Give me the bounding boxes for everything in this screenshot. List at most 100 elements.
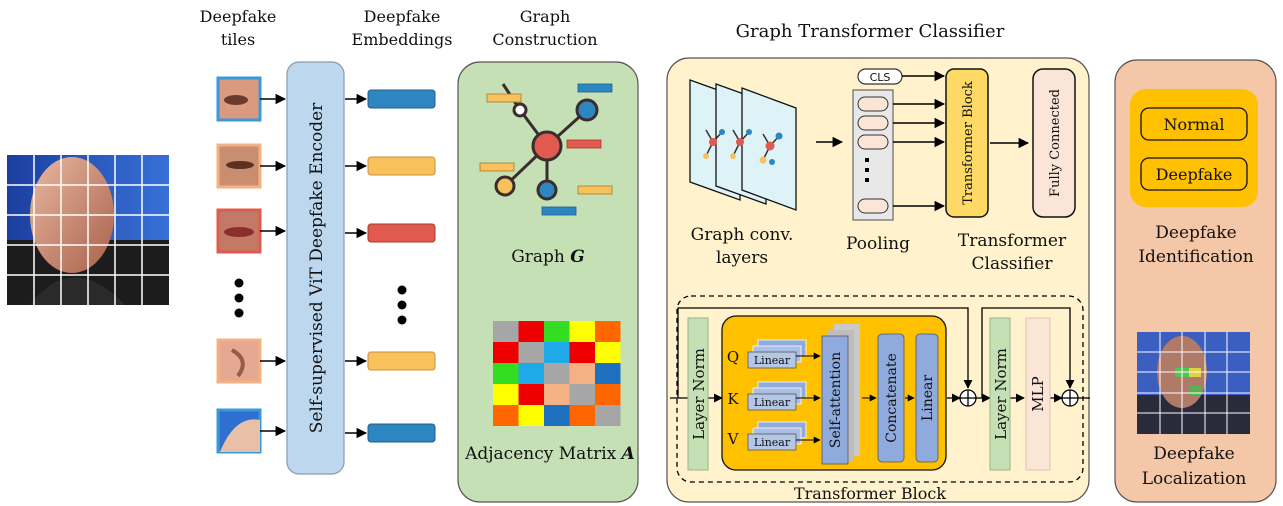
matrix-cell	[569, 363, 595, 384]
layer-norm-2	[989, 317, 1011, 471]
matrix-cell	[493, 384, 519, 405]
encoder-label: Self-supervised ViT Deepfake Encoder	[307, 102, 327, 433]
layer-norm-1	[687, 317, 709, 471]
add-node-2	[1061, 389, 1079, 407]
matrix-cell	[569, 321, 595, 342]
identification-label: Deepfake	[1155, 223, 1236, 243]
gconv-label: layers	[716, 248, 768, 268]
concatenate-label: Concatenate	[884, 353, 900, 443]
matrix-cell	[544, 342, 570, 363]
svg-text:Linear: Linear	[754, 436, 791, 449]
graph-g-label: Graph G	[511, 247, 585, 267]
embedding-orange	[367, 351, 436, 371]
matrix-cell	[569, 342, 595, 363]
vit-encoder	[286, 61, 345, 475]
input-face-image	[7, 155, 169, 305]
mlp-box	[1025, 317, 1051, 471]
adjacency-matrix	[493, 321, 621, 426]
linear-q: Linear	[747, 339, 807, 369]
pooling-arrows	[893, 70, 946, 212]
header-gtc: Graph Transformer Classifier	[736, 21, 1005, 42]
deepfake-class	[1140, 157, 1248, 191]
linear-v: Linear	[747, 421, 807, 451]
matrix-cell	[544, 321, 570, 342]
matrix-cell	[493, 321, 519, 342]
matrix-cell	[518, 363, 544, 384]
transformer-block-detail	[676, 295, 1084, 483]
svg-text:Graph: Graph	[520, 7, 571, 26]
svg-text:Embeddings: Embeddings	[352, 30, 453, 49]
concatenate-box	[877, 333, 905, 463]
matrix-cell	[595, 342, 621, 363]
svg-text:Deepfake: Deepfake	[1156, 165, 1233, 184]
mlp-label: MLP	[1029, 376, 1047, 411]
transformer-block-vertical-label: Transformer Block	[961, 81, 976, 205]
transformer-block-box	[945, 68, 989, 218]
k-label: K	[727, 390, 739, 408]
self-attention-box	[821, 335, 849, 465]
matrix-cell	[493, 363, 519, 384]
localization-label: Deepfake	[1153, 444, 1234, 464]
ellipsis-dot	[234, 308, 244, 318]
localization-label: Localization	[1142, 469, 1247, 489]
linear-k: Linear	[747, 381, 807, 411]
header-embeddings: Deepfake Embeddings	[352, 7, 453, 49]
layer-norm-label: Layer Norm	[690, 348, 708, 440]
embedding-red	[367, 223, 436, 243]
transformer-block-title: Transformer Block	[794, 484, 946, 503]
embedding-blue	[367, 89, 436, 109]
matrix-cell	[595, 321, 621, 342]
pooling-block	[852, 89, 894, 221]
identification-label: Identification	[1138, 247, 1253, 267]
graph-conv-layers	[689, 79, 844, 211]
svg-text:Deepfake: Deepfake	[200, 7, 277, 26]
linear-out-box	[915, 333, 939, 463]
svg-text:Linear: Linear	[754, 354, 791, 367]
matrix-cell	[518, 321, 544, 342]
header-graph-construction: Graph Construction	[492, 7, 597, 49]
qkv-arrows	[796, 352, 821, 444]
v-label: V	[727, 430, 740, 448]
layer-norm-label: Layer Norm	[992, 348, 1010, 440]
matrix-cell	[544, 384, 570, 405]
fully-connected-box	[1032, 68, 1076, 218]
tile-arrows	[260, 93, 287, 437]
adjacency-matrix-label: Adjacency Matrix A	[464, 444, 635, 464]
tile-grid	[7, 155, 169, 305]
linear-out-label: Linear	[920, 375, 936, 421]
matrix-cell	[569, 384, 595, 405]
matrix-cell	[518, 405, 544, 426]
ellipsis-dot	[234, 293, 244, 303]
embeddings	[345, 89, 436, 443]
svg-text:Normal: Normal	[1163, 115, 1224, 134]
tc-label: Classifier	[972, 254, 1054, 274]
pooling-label: Pooling	[846, 234, 910, 254]
matrix-cell	[544, 363, 570, 384]
normal-class	[1140, 107, 1248, 141]
graph-construction-panel	[457, 61, 639, 503]
matrix-cell	[493, 342, 519, 363]
header-tiles: Deepfake tiles	[200, 7, 277, 49]
embedding-orange	[367, 156, 436, 176]
ellipsis-dot	[234, 278, 244, 288]
gconv-label: Graph conv.	[691, 225, 794, 245]
add-node-1	[959, 389, 977, 407]
svg-text:tiles: tiles	[221, 30, 255, 49]
matrix-cell	[544, 405, 570, 426]
tc-label: Transformer	[958, 231, 1067, 251]
matrix-cell	[595, 384, 621, 405]
embedding-blue	[367, 423, 436, 443]
svg-text:Linear: Linear	[754, 396, 791, 409]
localization-heatmap-image	[1137, 332, 1250, 434]
svg-text:Deepfake: Deepfake	[364, 7, 441, 26]
matrix-cell	[595, 363, 621, 384]
matrix-cell	[518, 342, 544, 363]
residual-paths	[670, 307, 1090, 403]
deepfake-tiles	[216, 76, 262, 454]
matrix-cell	[493, 405, 519, 426]
matrix-cell	[518, 384, 544, 405]
q-label: Q	[727, 348, 739, 366]
graph-illustration	[479, 83, 613, 216]
cls-label: CLS	[870, 71, 891, 84]
